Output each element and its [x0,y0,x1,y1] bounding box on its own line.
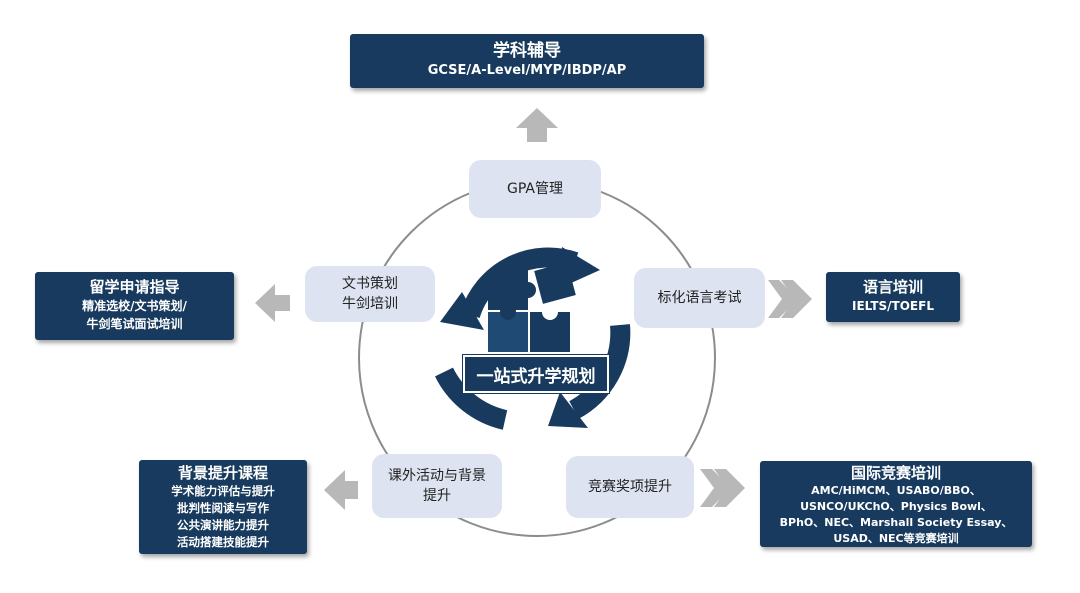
node-language-test-line-1: 标化语言考试 [657,290,742,306]
box-background-line-4: 活动搭建技能提升 [177,535,269,549]
node-competition-line-1: 竞赛奖项提升 [588,479,672,495]
box-competition-training-title: 国际竞赛培训 [850,464,941,482]
box-application-line-1: 精准选校/文书策划/ [82,299,187,313]
node-essay-line-1: 文书策划 [342,276,398,292]
box-competition-training: 国际竞赛培训 AMC/HiMCM、USABO/BBO、 USNCO/UKChO、… [760,461,1032,547]
box-competition-training-line-4: USAD、NEC等竞赛培训 [833,532,959,545]
center-label: 一站式升学规划 [462,354,610,394]
box-competition-training-line-1: AMC/HiMCM、USABO/BBO、 [811,484,981,497]
box-background-title: 背景提升课程 [177,464,268,482]
box-language-line-1: IELTS/TOEFL [852,299,934,313]
node-essay: 文书策划 牛剑培训 [305,266,435,322]
chevron-arrow-icon [255,108,812,510]
box-background-line-2: 批判性阅读与写作 [177,501,269,515]
box-language: 语言培训 IELTS/TOEFL [826,272,960,322]
node-competition: 竞赛奖项提升 [566,456,694,518]
puzzle-cycle-icon [435,247,631,430]
node-essay-line-2: 牛剑培训 [342,296,398,312]
node-activities-line-2: 提升 [423,488,451,504]
box-application: 留学申请指导 精准选校/文书策划/ 牛剑笔试面试培训 [35,272,234,340]
box-competition-training-line-3: BPhO、NEC、Marshall Society Essay、 [779,516,1013,529]
node-activities-line-1: 课外活动与背景 [388,468,486,484]
box-background-line-1: 学术能力评估与提升 [171,484,275,498]
node-gpa-line-1: GPA管理 [507,181,563,197]
node-language-test: 标化语言考试 [634,268,765,328]
box-subject-tutoring-title: 学科辅导 [493,41,561,61]
node-activities: 课外活动与背景 提升 [372,454,502,518]
box-background: 背景提升课程 学术能力评估与提升 批判性阅读与写作 公共演讲能力提升 活动搭建技… [139,460,307,554]
box-competition-training-line-2: USNCO/UKChO、Physics Bowl、 [800,500,992,513]
box-application-line-2: 牛剑笔试面试培训 [86,317,183,331]
node-gpa: GPA管理 [469,160,601,218]
box-subject-tutoring-line-1: GCSE/A-Level/MYP/IBDP/AP [427,63,627,78]
box-subject-tutoring: 学科辅导 GCSE/A-Level/MYP/IBDP/AP [350,34,704,88]
box-language-title: 语言培训 [862,278,923,296]
box-application-title: 留学申请指导 [89,278,180,296]
box-background-line-3: 公共演讲能力提升 [177,518,269,532]
